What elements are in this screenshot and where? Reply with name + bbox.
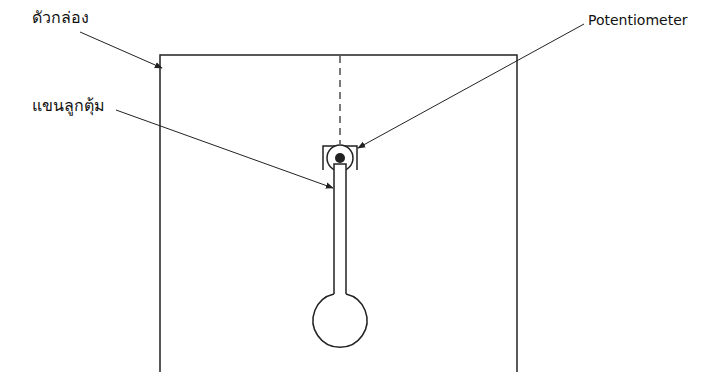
pivot-dot	[335, 153, 345, 163]
part-label: แขนลูกตุ้ม	[30, 96, 107, 115]
pendulum-arm	[334, 164, 346, 295]
leader-line	[80, 32, 162, 68]
housing-outline	[160, 55, 517, 372]
pendulum-bob	[313, 294, 367, 347]
leader-line	[358, 24, 584, 148]
part-label: ดัวกล่อง	[30, 8, 91, 27]
center-line	[339, 56, 340, 144]
part-label: Potentiometer	[586, 12, 690, 29]
leader-line	[116, 110, 333, 188]
